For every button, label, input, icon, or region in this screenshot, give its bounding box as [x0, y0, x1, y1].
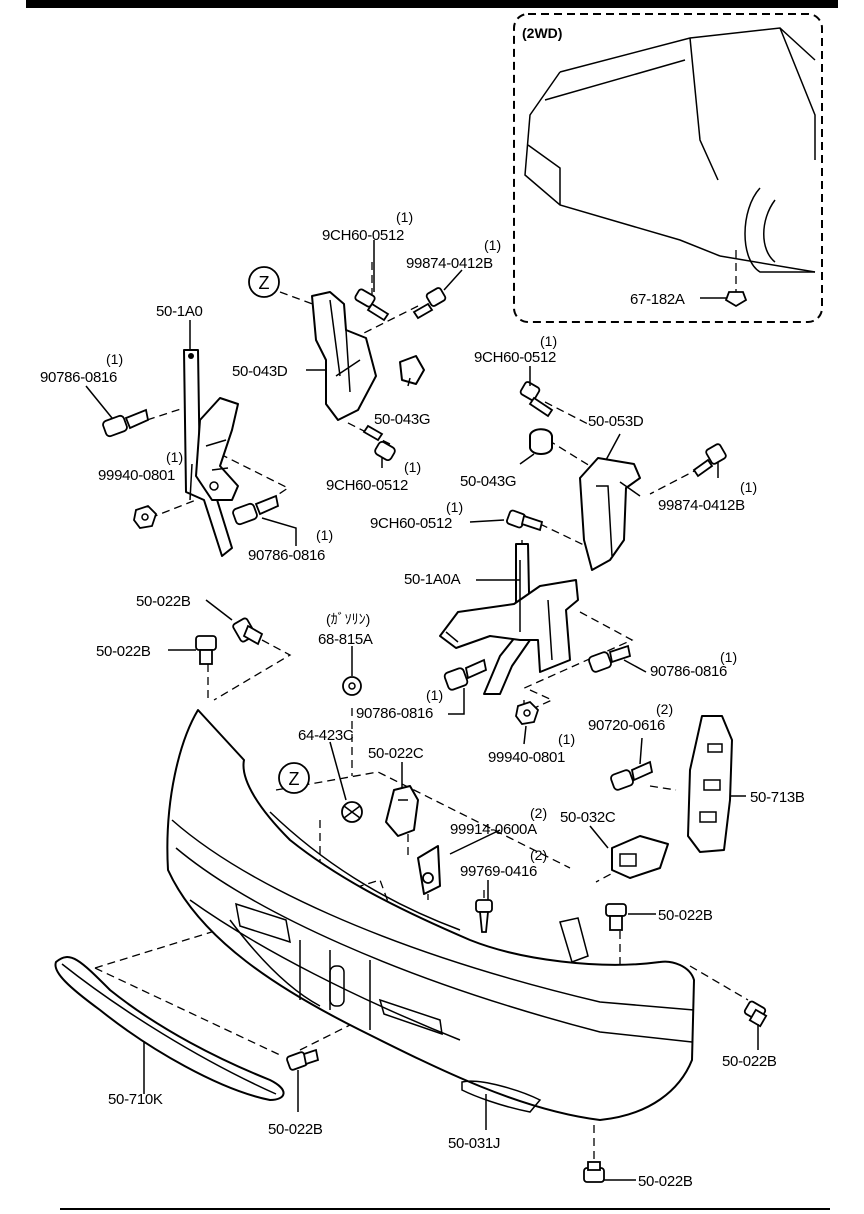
- callout-9ch60-low-qty: (1): [446, 499, 463, 515]
- callout-9ch60-low: 9CH60-0512: [370, 515, 452, 532]
- callout-99769: 99769-0416: [460, 863, 537, 880]
- callout-90786-b-qty: (1): [316, 527, 333, 543]
- callout-90786-a: 90786-0816: [40, 369, 117, 386]
- view-marker-z-mid: Z: [278, 762, 310, 794]
- callout-90720: 90720-0616: [588, 717, 665, 734]
- callout-99940-a: 99940-0801: [98, 467, 175, 484]
- callout-50-053d: 50-053D: [588, 413, 644, 430]
- svg-text:Z: Z: [289, 769, 300, 789]
- bolt-90786-c-icon: [443, 658, 488, 691]
- callout-99769-qty: (2): [530, 847, 547, 863]
- callout-90720-qty: (2): [656, 701, 673, 717]
- bracket-50-032c: [611, 835, 669, 879]
- callouts: (1) 9CH60-0512 (1) 99874-0412B 50-1A0 50…: [40, 209, 805, 1190]
- callout-99874-top-qty: (1): [484, 237, 501, 253]
- callout-50-022b-4: 50-022B: [722, 1053, 777, 1070]
- callout-90786-b: 90786-0816: [248, 547, 325, 564]
- callout-50-022b-2: 50-022B: [96, 643, 151, 660]
- bracket-50-713b: [687, 715, 733, 853]
- nut-99940-b-icon: [515, 700, 540, 725]
- callout-50-031j: 50-031J: [448, 1135, 500, 1152]
- vehicle-outline: [524, 27, 816, 273]
- svg-text:Z: Z: [259, 273, 270, 293]
- callout-9ch60-mid-qty: (1): [404, 459, 421, 475]
- top-border: [26, 0, 838, 8]
- callout-99874-right: 99874-0412B: [658, 497, 745, 514]
- bracket-50-053d: [529, 428, 641, 571]
- callout-50-022b-6: 50-022B: [638, 1173, 693, 1190]
- clip-50-022b-1-icon: [232, 617, 264, 646]
- callout-90786-d: 90786-0816: [650, 663, 727, 680]
- inset-2wd: (2WD): [513, 13, 823, 323]
- bolt-90786-a-icon: [102, 408, 150, 438]
- callout-50-022b-1: 50-022B: [136, 593, 191, 610]
- callout-99914: 99914-0600A: [450, 821, 537, 838]
- callout-90786-c-qty: (1): [426, 687, 443, 703]
- clip-50-022b-2-icon: [195, 635, 217, 665]
- callout-9ch60-right: 9CH60-0512: [474, 349, 556, 366]
- callout-50-022b-5: 50-022B: [268, 1121, 323, 1138]
- clip-50-022b-3-icon: [605, 903, 627, 931]
- screw-9ch60-mid-icon: [362, 424, 396, 461]
- callout-90786-a-qty: (1): [106, 351, 123, 367]
- callout-9ch60-right-qty: (1): [540, 333, 557, 349]
- callout-99914-qty: (2): [530, 805, 547, 821]
- callout-50-043g-b: 50-043G: [460, 473, 516, 490]
- callout-50-713b: 50-713B: [750, 789, 805, 806]
- screw-9ch60-right-icon: [519, 381, 554, 418]
- screw-9ch60-top-icon: [354, 288, 390, 322]
- callout-67-182a: 67-182A: [630, 291, 685, 308]
- grille-50-710k: [54, 956, 285, 1101]
- bracket-50-1a0a: [439, 543, 579, 695]
- callout-99940-a-qty: (1): [166, 449, 183, 465]
- bumper-50-031j: [166, 709, 695, 1121]
- view-marker-z-top: Z: [248, 266, 280, 298]
- grommet-50-043g-b-icon: [529, 428, 553, 455]
- callout-68-815a: 68-815A: [318, 631, 373, 648]
- callout-9ch60-mid: 9CH60-0512: [326, 477, 408, 494]
- callout-9ch60-top-qty: (1): [396, 209, 413, 225]
- callout-9ch60-top: 9CH60-0512: [322, 227, 404, 244]
- fasteners: [102, 287, 768, 1183]
- screw-99874-right-icon: [692, 443, 727, 478]
- callout-50-043d: 50-043D: [232, 363, 288, 380]
- callout-50-022c: 50-022C: [368, 745, 424, 762]
- clip-67-182a-icon: [724, 291, 748, 308]
- clip-50-022b-6-icon: [583, 1161, 605, 1183]
- grommet-50-043g-icon: [399, 355, 425, 385]
- bolt-90786-b-icon: [232, 494, 280, 526]
- callout-99874-top: 99874-0412B: [406, 255, 493, 272]
- clip-50-022b-4-icon: [743, 1000, 768, 1028]
- callout-99874-right-qty: (1): [740, 479, 757, 495]
- bracket-50-043d: [311, 291, 425, 421]
- inset-tag: (2WD): [522, 25, 562, 41]
- cap-68-815a-icon: [342, 676, 362, 696]
- callout-99940-b-qty: (1): [558, 731, 575, 747]
- callout-50-1a0a: 50-1A0A: [404, 571, 461, 588]
- callout-50-043g-a: 50-043G: [374, 411, 430, 428]
- clip-50-022c: [385, 785, 419, 837]
- clip-50-022b-5-icon: [286, 1048, 320, 1071]
- leader-lines: [85, 240, 759, 1181]
- callout-68-815a-qty: (ｶﾞｿﾘﾝ): [326, 611, 370, 627]
- screw-99769-icon: [475, 899, 493, 933]
- bolt-90720-icon: [610, 760, 654, 791]
- nut-99914-0600a: [417, 845, 441, 895]
- callout-50-032c: 50-032C: [560, 809, 616, 826]
- callout-99940-b: 99940-0801: [488, 749, 565, 766]
- callout-64-423c: 64-423C: [298, 727, 354, 744]
- callout-50-1a0: 50-1A0: [156, 303, 203, 320]
- callout-50-710k: 50-710K: [108, 1091, 163, 1108]
- nut-99940-a-icon: [133, 504, 158, 529]
- bracket-50-1a0: [183, 349, 239, 557]
- screw-9ch60-low-icon: [506, 509, 544, 532]
- inset-frame: [513, 13, 823, 323]
- callout-90786-d-qty: (1): [720, 649, 737, 665]
- grommet-64-423c-icon: [341, 801, 363, 823]
- callout-90786-c: 90786-0816: [356, 705, 433, 722]
- screw-99874-top-icon: [412, 287, 447, 320]
- callout-50-022b-3: 50-022B: [658, 907, 713, 924]
- bolt-90786-d-icon: [588, 644, 632, 673]
